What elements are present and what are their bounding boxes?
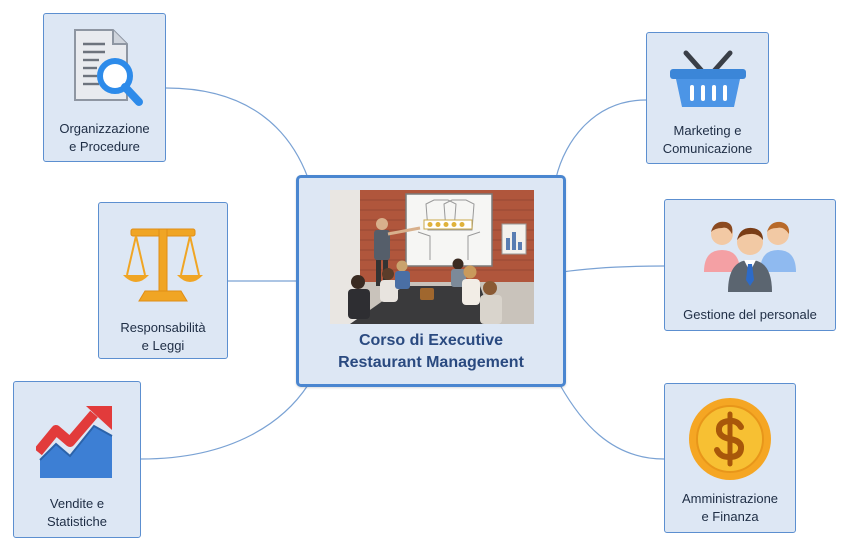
node-label: Gestione del personale [683, 307, 817, 322]
node-personale[interactable]: Gestione del personale [664, 199, 836, 331]
node-label: Organizzazione e Procedure [59, 121, 150, 154]
connector-vendite [140, 384, 309, 460]
shopping-basket-icon [668, 49, 748, 111]
connector-personale [561, 265, 665, 273]
node-marketing[interactable]: Marketing e Comunicazione [646, 32, 769, 164]
node-label: Responsabilità e Leggi [120, 320, 206, 353]
central-topic[interactable]: Corso di Executive Restaurant Management [296, 175, 566, 387]
people-group-icon [702, 214, 798, 294]
central-title: Corso di Executive Restaurant Management [338, 332, 524, 371]
node-vendite[interactable]: Vendite e Statistiche [13, 381, 141, 538]
node-organizzazione[interactable]: Organizzazione e Procedure [43, 13, 166, 162]
growth-chart-icon [36, 404, 118, 482]
connector-organizzazione [165, 87, 309, 179]
node-responsabilita[interactable]: Responsabilità e Leggi [98, 202, 228, 359]
restaurant-meeting-photo [330, 190, 534, 324]
document-search-icon [65, 26, 145, 108]
connector-marketing [555, 99, 647, 179]
connector-amministrazione [559, 384, 665, 460]
node-label: Amministrazione e Finanza [681, 491, 779, 524]
node-label: Marketing e Comunicazione [662, 123, 753, 156]
node-label: Vendite e Statistiche [47, 496, 107, 529]
scales-icon [121, 221, 205, 305]
dollar-coin-icon [687, 396, 773, 482]
node-amministrazione[interactable]: Amministrazione e Finanza [664, 383, 796, 533]
